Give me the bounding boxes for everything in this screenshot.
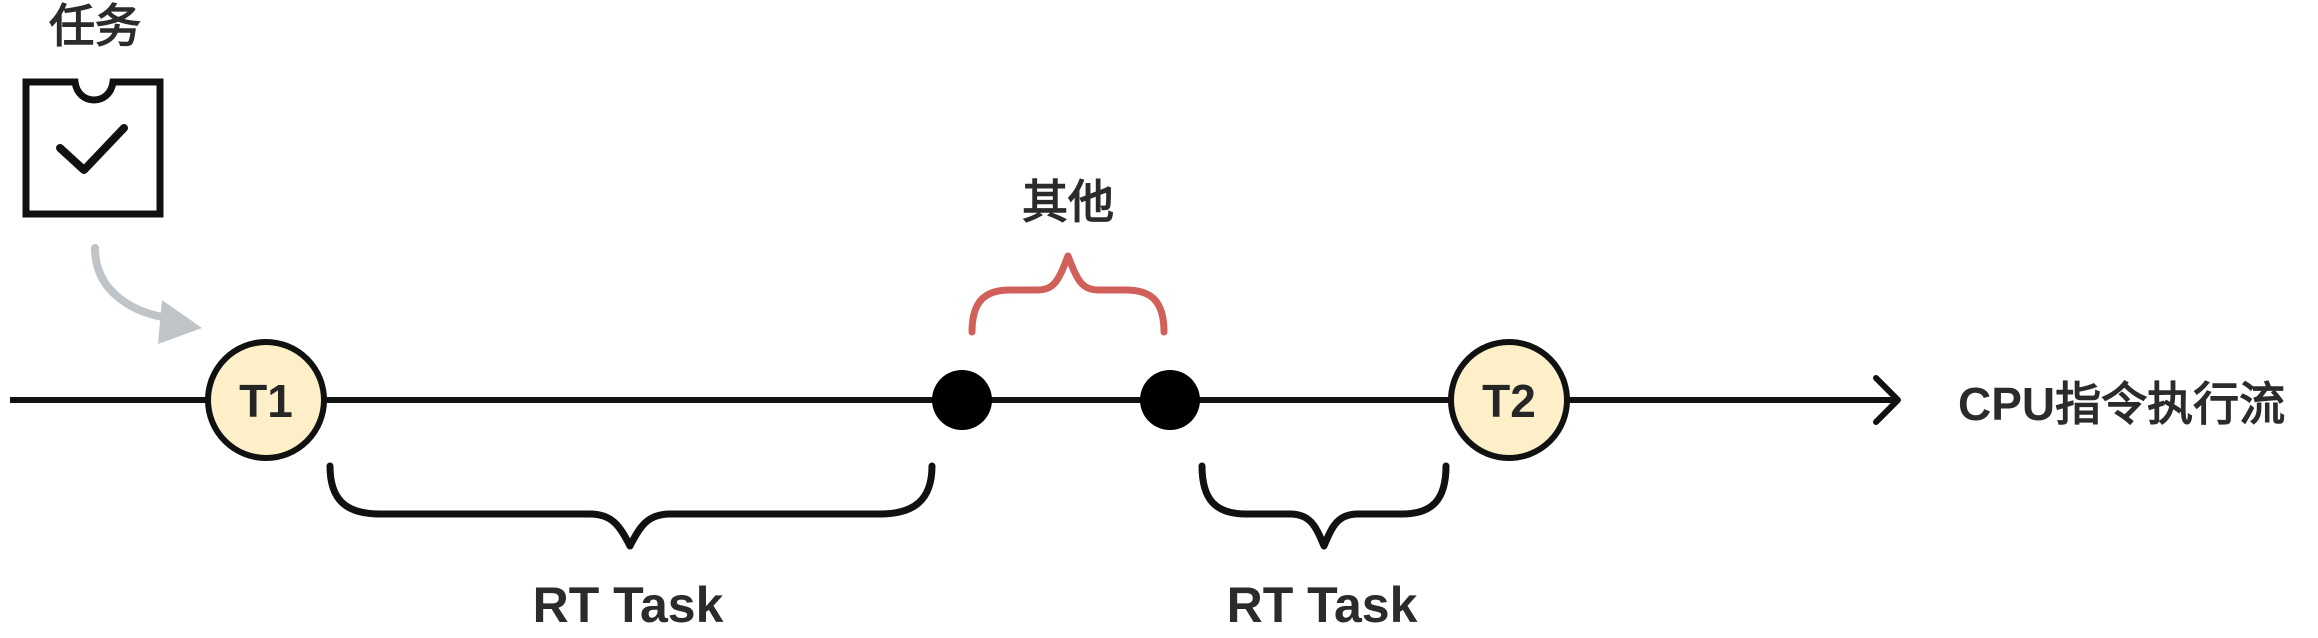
other-label: 其他 [1022,176,1114,228]
node-t1-label: T1 [239,375,293,427]
task-label: 任务 [49,0,141,52]
rt-task-brace-1 [326,462,936,550]
node-t2: T2 [1448,339,1570,461]
node-t2-label: T2 [1482,375,1536,427]
axis-label: CPU指令执行流 [1958,378,2285,430]
event-dot-2 [1140,370,1200,430]
rt-task-label-2: RT Task [1227,577,1418,633]
other-brace [968,252,1168,336]
timeline-arrowhead-icon [1873,375,1901,425]
curved-arrow-icon [91,244,202,344]
clipboard-check-icon [22,78,164,218]
rt-task-label-1: RT Task [533,577,724,633]
rt-task-brace-2 [1198,462,1450,550]
event-dot-1 [932,370,992,430]
node-t1: T1 [205,339,327,461]
